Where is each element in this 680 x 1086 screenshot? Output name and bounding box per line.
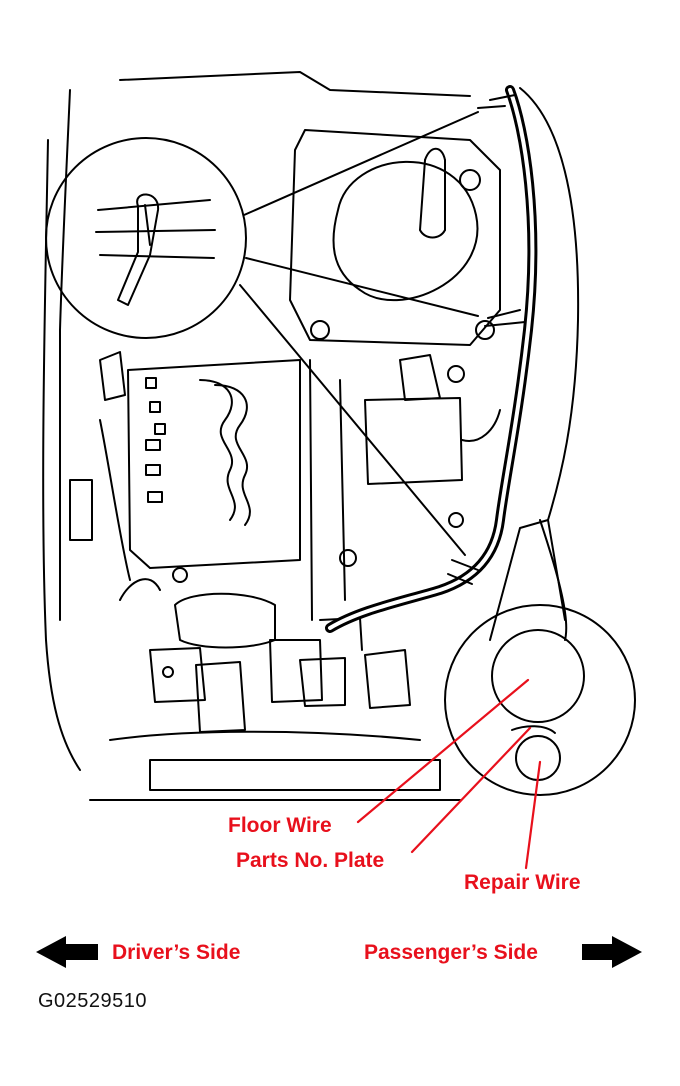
floor-wire-label: Floor Wire	[228, 814, 332, 837]
parts-plate-label: Parts No. Plate	[236, 849, 385, 872]
connector-cluster	[69, 351, 411, 733]
wire-cross-section-circle	[444, 519, 636, 796]
repair-wire-leader	[524, 760, 542, 870]
shift-gate-plate	[127, 359, 357, 583]
control-module-box	[309, 354, 465, 621]
right-arrow-icon	[582, 936, 642, 968]
left-arrow-icon	[36, 936, 98, 968]
figure-code: G02529510	[38, 990, 148, 1012]
cable-tie-detail-circle	[45, 111, 479, 556]
console-body-outline	[42, 71, 580, 801]
driver-side-label: Driver’s Side	[112, 941, 241, 964]
wire-harness	[325, 85, 538, 633]
shift-lever-boot	[289, 129, 501, 346]
repair-wire-label: Repair Wire	[464, 871, 581, 894]
floor-wire-leader	[356, 678, 530, 824]
passenger-side-label: Passenger’s Side	[364, 941, 538, 964]
parts-plate-leader	[410, 726, 532, 854]
